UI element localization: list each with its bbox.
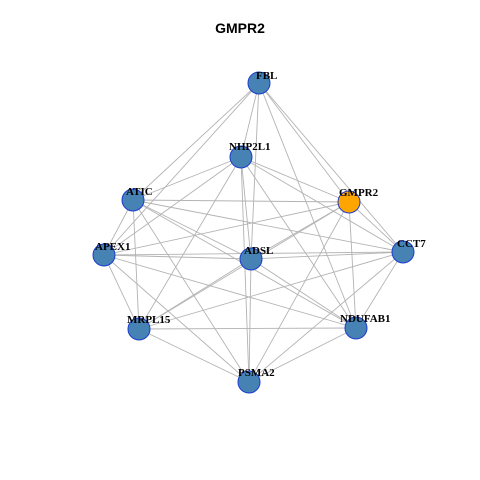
edge-nhp2l1-ndufab1 bbox=[240, 156, 357, 329]
node-mrpl15 bbox=[127, 317, 151, 341]
edge-nhp2l1-apex1 bbox=[103, 156, 242, 256]
node-label-nhp2l1: NHP2L1 bbox=[229, 141, 271, 153]
node-label-adsl: ADSL bbox=[244, 245, 273, 257]
edge-fbl-apex1 bbox=[103, 82, 260, 256]
edge-cct7-psma2 bbox=[248, 251, 404, 383]
edge-apex1-adsl bbox=[103, 254, 252, 260]
node-nhp2l1 bbox=[229, 145, 253, 169]
node-psma2 bbox=[237, 370, 261, 394]
edge-cct7-mrpl15 bbox=[138, 251, 404, 330]
node-label-cct7: CCT7 bbox=[397, 238, 426, 250]
edge-atic-psma2 bbox=[132, 199, 250, 383]
node-label-apex1: APEX1 bbox=[95, 241, 130, 253]
node-fbl bbox=[247, 71, 271, 95]
edge-fbl-adsl bbox=[250, 82, 260, 260]
edge-ndufab1-psma2 bbox=[248, 327, 357, 383]
edge-gmpr2-apex1 bbox=[103, 201, 350, 256]
edge-mrpl15-ndufab1 bbox=[138, 327, 357, 330]
edge-fbl-ndufab1 bbox=[258, 82, 357, 329]
edge-layer bbox=[103, 82, 404, 383]
node-label-psma2: PSMA2 bbox=[238, 367, 275, 379]
node-ndufab1 bbox=[344, 316, 368, 340]
edge-adsl-ndufab1 bbox=[250, 258, 357, 329]
node-label-fbl: FBL bbox=[256, 70, 277, 82]
graph-title: GMPR2 bbox=[215, 20, 265, 36]
edge-atic-cct7 bbox=[132, 199, 404, 253]
edge-apex1-mrpl15 bbox=[103, 254, 140, 330]
node-label-mrpl15: MRPL15 bbox=[127, 314, 171, 326]
edge-fbl-atic bbox=[132, 82, 260, 201]
node-adsl bbox=[239, 247, 263, 271]
edge-fbl-cct7 bbox=[258, 82, 404, 253]
edge-adsl-cct7 bbox=[250, 251, 404, 260]
edge-nhp2l1-gmpr2 bbox=[240, 156, 350, 203]
edge-nhp2l1-atic bbox=[132, 156, 242, 201]
edge-gmpr2-ndufab1 bbox=[348, 201, 357, 329]
node-label-ndufab1: NDUFAB1 bbox=[340, 313, 391, 325]
edge-nhp2l1-psma2 bbox=[240, 156, 250, 383]
edge-nhp2l1-mrpl15 bbox=[138, 156, 242, 330]
node-layer bbox=[92, 71, 415, 394]
edge-cct7-ndufab1 bbox=[355, 251, 404, 329]
edge-fbl-gmpr2 bbox=[258, 82, 350, 203]
edge-nhp2l1-cct7 bbox=[240, 156, 404, 253]
node-atic bbox=[121, 188, 145, 212]
edge-atic-adsl bbox=[132, 199, 252, 260]
edge-adsl-mrpl15 bbox=[138, 258, 252, 330]
node-label-atic: ATIC bbox=[126, 186, 153, 198]
node-gmpr2 bbox=[337, 190, 361, 214]
edge-fbl-nhp2l1 bbox=[240, 82, 260, 158]
edge-nhp2l1-adsl bbox=[240, 156, 252, 260]
node-cct7 bbox=[391, 240, 415, 264]
edge-mrpl15-psma2 bbox=[138, 328, 250, 383]
edge-adsl-psma2 bbox=[248, 258, 252, 383]
node-label-gmpr2: GMPR2 bbox=[339, 187, 379, 199]
edge-apex1-ndufab1 bbox=[103, 254, 357, 329]
node-apex1 bbox=[92, 243, 116, 267]
edge-gmpr2-cct7 bbox=[348, 201, 404, 253]
edge-atic-gmpr2 bbox=[132, 199, 350, 203]
edge-gmpr2-psma2 bbox=[248, 201, 350, 383]
